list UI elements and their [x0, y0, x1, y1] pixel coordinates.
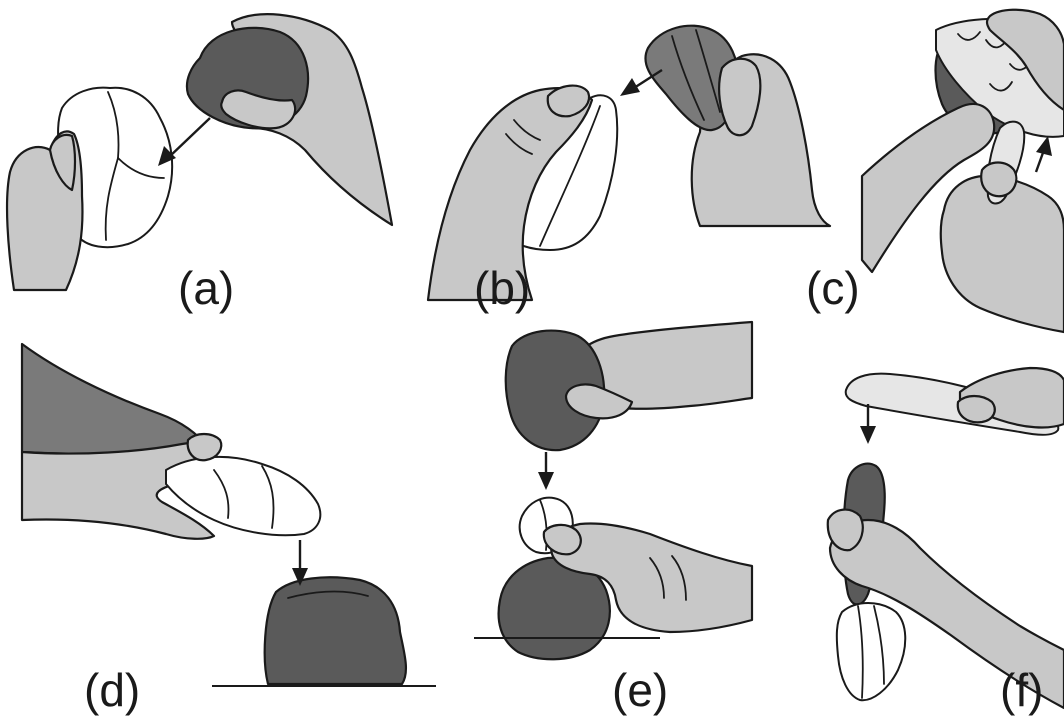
panel-e — [474, 322, 752, 659]
panel-e-label: (e) — [612, 664, 668, 716]
panel-a-arrow — [168, 118, 210, 158]
panel-f — [828, 368, 1064, 708]
panel-f-preform — [837, 603, 905, 700]
panel-a — [7, 14, 392, 290]
panel-d-thumb — [188, 434, 222, 460]
panel-f-billet-thumb — [958, 396, 995, 422]
panel-c-label: (c) — [806, 262, 860, 314]
panel-e-arrowhead — [538, 472, 554, 490]
panel-d-sleeve — [22, 344, 206, 454]
panel-c-arrowhead — [1036, 136, 1052, 156]
panel-b-label: (b) — [474, 262, 530, 314]
panel-b — [428, 26, 830, 300]
panel-f-label: (f) — [1000, 664, 1043, 716]
panel-d-label: (d) — [84, 664, 140, 716]
panel-c — [862, 10, 1064, 332]
panel-d — [22, 344, 436, 686]
panel-c-right-fingers — [981, 163, 1016, 197]
panel-f-arrowhead — [860, 426, 876, 444]
panel-d-anvil — [265, 577, 406, 684]
panel-a-label: (a) — [178, 262, 234, 314]
panel-b-arrowhead — [620, 78, 640, 96]
